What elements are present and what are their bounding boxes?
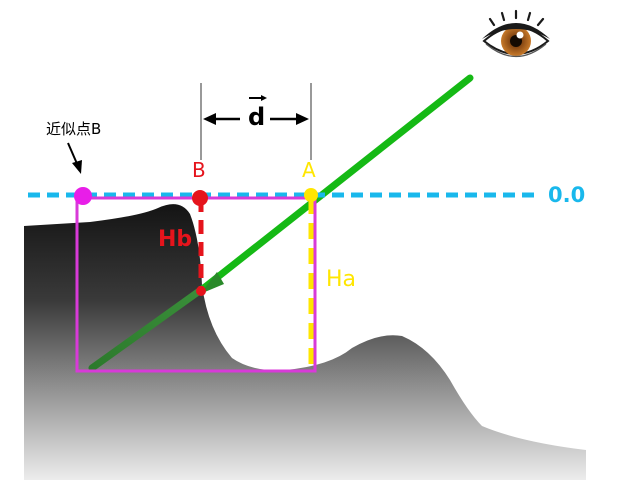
hb-end-dot [196, 286, 206, 296]
point-b-dot [192, 190, 208, 206]
approx-point-label: 近似点B [46, 120, 101, 138]
arrow-left-icon [203, 113, 216, 125]
point-a-dot [304, 188, 318, 202]
vector-bar-arrow-icon [261, 95, 267, 101]
view-ray [196, 74, 474, 295]
approx-point-b-dot [74, 187, 92, 205]
view-ray-hidden [88, 283, 209, 372]
height-a-label: Ha [326, 267, 356, 292]
height-b-label: Hb [158, 227, 192, 252]
arrow-right-icon [296, 113, 309, 125]
zero-level-label: 0.0 [548, 183, 585, 207]
terrain-surface [24, 204, 586, 480]
eye-icon [482, 9, 550, 57]
ray-arrow-icon [200, 272, 224, 294]
vector-d-label: d [248, 103, 265, 131]
point-a-label: A [302, 158, 316, 182]
pointer-arrow-icon [72, 160, 82, 174]
point-b-label: B [192, 158, 206, 182]
